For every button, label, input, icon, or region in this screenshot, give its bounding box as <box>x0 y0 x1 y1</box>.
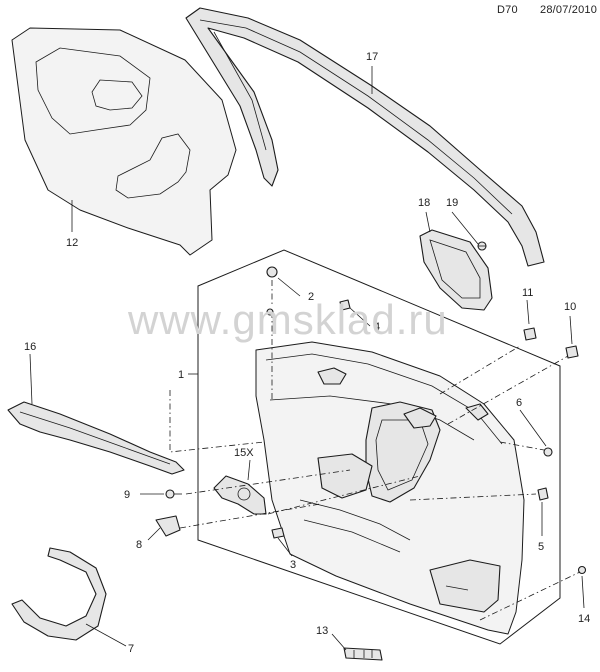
part-5-clip <box>537 487 549 501</box>
part-11-clip <box>523 327 537 341</box>
callout-19: 19 <box>446 197 458 209</box>
part-2-grommet <box>266 266 278 278</box>
diagram-code: D70 <box>497 4 518 16</box>
callout-2: 2 <box>308 291 314 303</box>
part-15x-handle-bezel <box>213 475 267 515</box>
callout-4: 4 <box>374 321 380 333</box>
callout-13: 13 <box>316 625 328 637</box>
part-18-mirror-trim <box>419 229 493 311</box>
part-3-clip <box>271 527 285 539</box>
diagram-date: 28/07/2010 <box>540 4 598 16</box>
part-13-clip-strip <box>343 647 383 661</box>
part-17-window-channel <box>185 7 545 267</box>
callout-1: 1 <box>178 369 184 381</box>
part-6-plug <box>543 447 553 457</box>
callout-8: 8 <box>136 539 142 551</box>
door-trim-panel <box>255 341 525 635</box>
callout-15x: 15X <box>234 447 254 459</box>
callout-5: 5 <box>538 541 544 553</box>
part-9-screw <box>165 489 182 499</box>
callout-labels: 12 17 18 19 2 4 11 10 1 6 16 15X 9 8 5 3… <box>24 51 590 655</box>
callout-17: 17 <box>366 51 378 63</box>
callout-18: 18 <box>418 197 430 209</box>
part-8-cover <box>155 515 181 537</box>
part-16-upper-trim-strip <box>7 401 185 475</box>
callout-9: 9 <box>124 489 130 501</box>
callout-3: 3 <box>290 559 296 571</box>
callout-14: 14 <box>578 613 590 625</box>
callout-10: 10 <box>564 301 576 313</box>
fasteners <box>266 266 587 575</box>
leader-lines <box>29 66 585 651</box>
part-2-hole <box>266 308 274 316</box>
part-19-screw <box>477 241 487 251</box>
callout-7: 7 <box>128 643 134 655</box>
callout-16: 16 <box>24 341 36 353</box>
callout-12: 12 <box>66 237 78 249</box>
part-12-insulation-sheet <box>11 27 237 256</box>
watermark: www.gmsklad.ru <box>128 296 448 343</box>
guide-lines <box>169 280 581 621</box>
part-14-screw <box>577 565 587 575</box>
callout-6: 6 <box>516 397 522 409</box>
callout-11: 11 <box>522 287 533 299</box>
part-7-corner-trim <box>11 547 107 641</box>
part-10-clip <box>565 345 579 359</box>
